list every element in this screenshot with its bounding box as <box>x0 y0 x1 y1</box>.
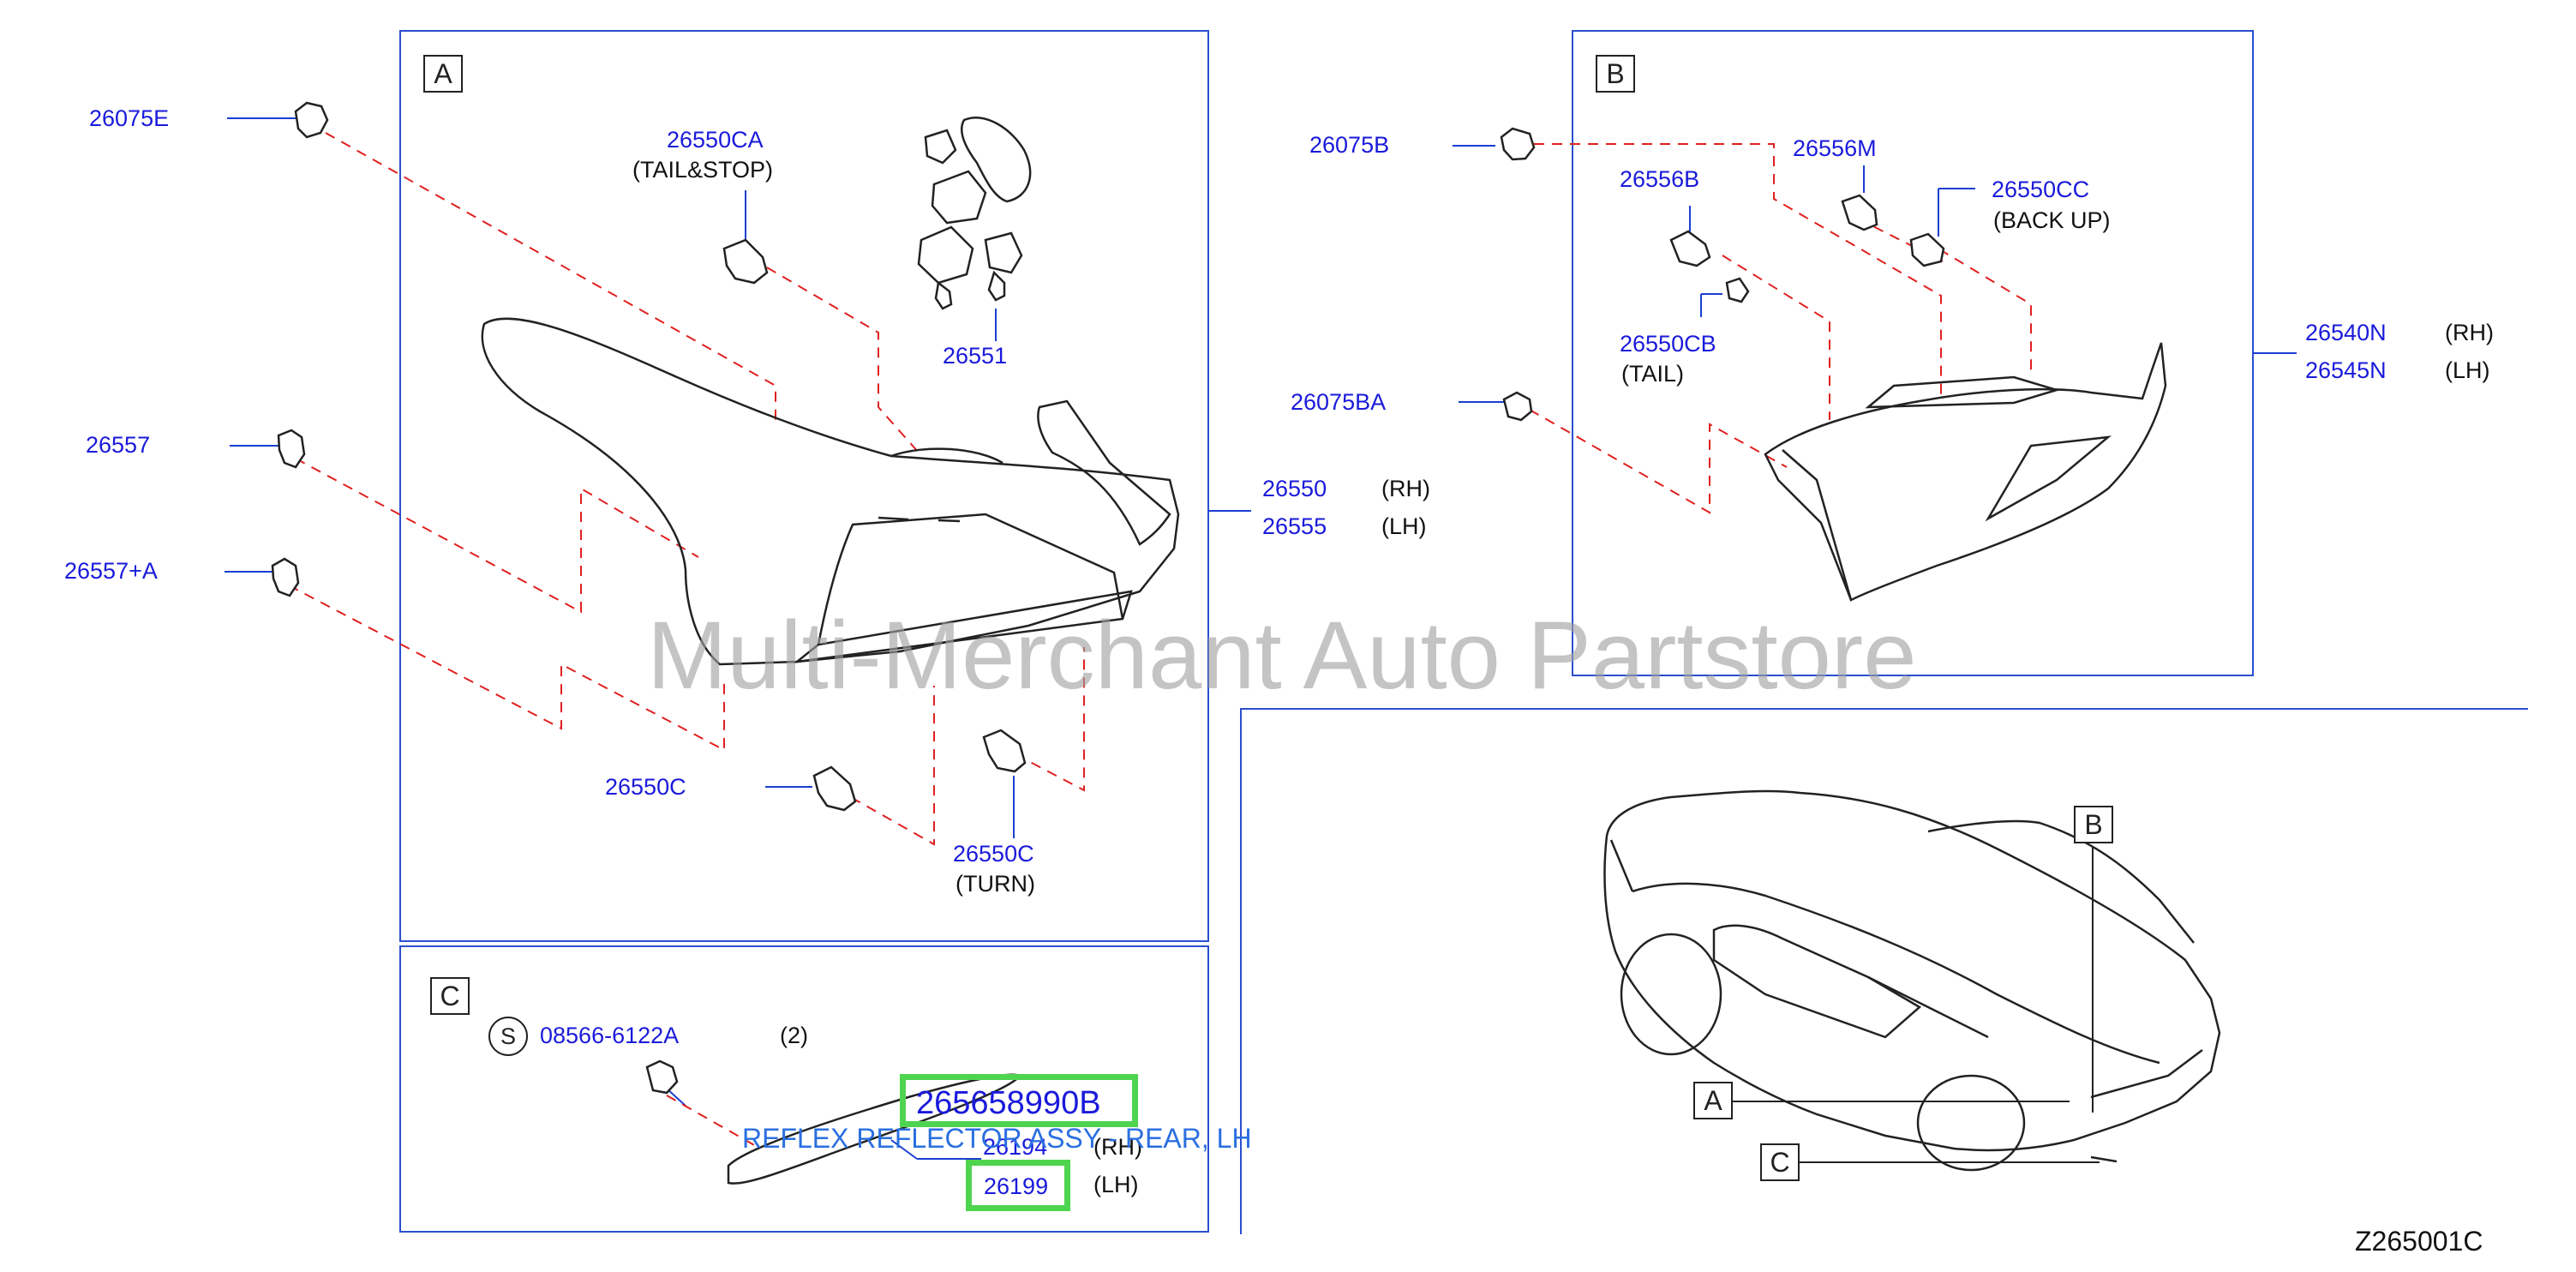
note-lh-26555: (LH) <box>1381 513 1427 539</box>
section-tag-a: A <box>423 55 463 93</box>
part-26556M[interactable]: 26556M <box>1793 135 1877 161</box>
section-c-frame <box>399 945 1209 1233</box>
vehicle-drawing <box>1603 789 2221 1172</box>
standard-part-mark: S <box>488 1017 528 1056</box>
note-qty-2: (2) <box>780 1023 808 1048</box>
highlight-box-part-number[interactable]: 265658990B <box>900 1074 1138 1127</box>
part-26075BA[interactable]: 26075BA <box>1291 389 1387 415</box>
note-rh-26550: (RH) <box>1381 476 1430 501</box>
note-rh-26194: (RH) <box>1093 1134 1142 1160</box>
part-26557[interactable]: 26557 <box>86 432 151 458</box>
part-26545N[interactable]: 26545N <box>2305 357 2387 383</box>
part-26555[interactable]: 26555 <box>1262 513 1327 539</box>
vehicle-frame <box>1240 708 2528 1234</box>
note-tail-stop: (TAIL&STOP) <box>632 157 774 183</box>
part-26557A[interactable]: 26557+A <box>64 558 158 584</box>
section-a-frame <box>399 30 1209 942</box>
highlight-description: REFLEX REFLECTOR ASSY - REAR, LH <box>742 1123 1252 1154</box>
part-26199[interactable]: 26199 <box>984 1173 1049 1199</box>
part-26550CC[interactable]: 26550CC <box>1992 177 2090 202</box>
section-tag-b: B <box>1596 55 1635 93</box>
vehicle-tag-a: A <box>1693 1082 1733 1119</box>
part-26550CB[interactable]: 26550CB <box>1620 331 1716 357</box>
vehicle-tag-c: C <box>1760 1143 1800 1181</box>
vehicle-callout-lines <box>1733 847 2100 1163</box>
highlight-part-number[interactable]: 265658990B <box>916 1085 1101 1121</box>
leader-lines <box>225 117 2297 1160</box>
part-26075B[interactable]: 26075B <box>1309 132 1390 158</box>
part-26556B[interactable]: 26556B <box>1620 166 1700 192</box>
highlight-box-26199[interactable]: 26199 <box>966 1160 1070 1211</box>
note-rh-26540N: (RH) <box>2445 320 2494 345</box>
inner-lamp-drawing <box>1764 342 2167 602</box>
part-08566-6122A[interactable]: 08566-6122A <box>540 1023 680 1048</box>
note-turn: (TURN) <box>956 871 1035 897</box>
note-lh-26545N: (LH) <box>2445 357 2490 383</box>
rear-combination-lamp-drawing <box>481 317 1180 666</box>
note-tail: (TAIL) <box>1621 361 1684 387</box>
section-tag-c: C <box>430 977 470 1015</box>
assembly-lines <box>288 132 2032 1158</box>
diagram-code: Z265001C <box>2355 1226 2483 1257</box>
note-backup: (BACK UP) <box>1993 207 2111 233</box>
part-26550C-turn[interactable]: 26550C <box>953 841 1034 867</box>
note-lh-26199: (LH) <box>1093 1172 1139 1197</box>
part-26550[interactable]: 26550 <box>1262 476 1327 501</box>
vehicle-tag-b: B <box>2074 806 2113 843</box>
section-b-bulbs <box>1500 127 1945 422</box>
section-a-bulbs <box>271 101 1032 812</box>
part-26550CA[interactable]: 26550CA <box>667 127 764 153</box>
part-26075E[interactable]: 26075E <box>89 105 170 131</box>
part-26550C-left[interactable]: 26550C <box>605 774 686 800</box>
part-26194[interactable]: 26194 <box>983 1134 1048 1160</box>
part-26551[interactable]: 26551 <box>943 343 1008 369</box>
part-26540N[interactable]: 26540N <box>2305 320 2387 345</box>
